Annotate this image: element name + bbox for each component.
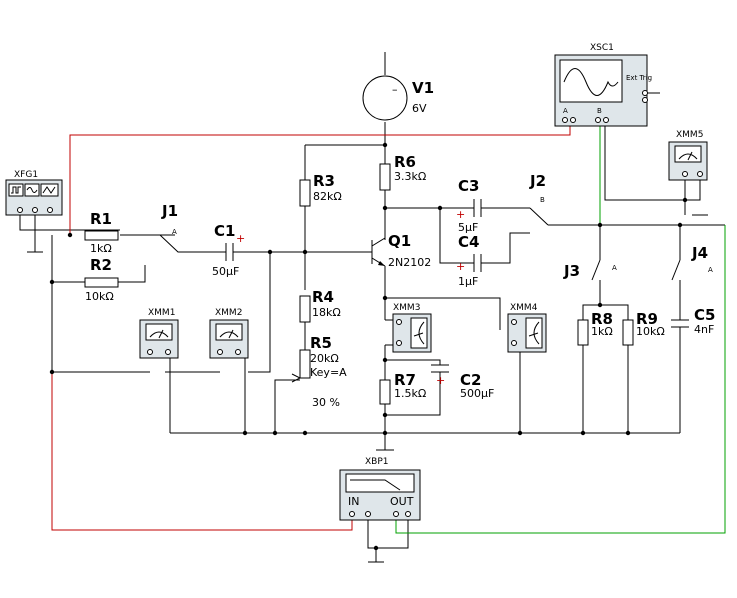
j1-label: J1 (161, 202, 178, 220)
xsc1-ext-trig: Ext Trig (626, 74, 652, 82)
xbp1-in: IN (348, 495, 359, 508)
oscilloscope-xsc1[interactable]: XSC1 Ext Trig A B (554, 43, 652, 127)
capacitor-c2[interactable]: + C2 500µF (431, 364, 494, 400)
r1-label: R1 (90, 210, 112, 228)
r7-label: R7 (394, 371, 416, 389)
c2-value: 500µF (460, 387, 494, 400)
r9-value: 10kΩ (636, 325, 665, 338)
capacitor-c3[interactable]: + C3 5µF (456, 177, 486, 234)
resistor-r2[interactable]: R2 10kΩ (84, 256, 119, 303)
c2-label: C2 (460, 371, 481, 389)
svg-text:+: + (456, 260, 465, 273)
multimeter-xmm2[interactable]: XMM2 (209, 308, 249, 359)
switch-j2[interactable]: J2 B (529, 172, 549, 226)
svg-text:+: + (456, 208, 465, 221)
xsc1-ch-b: B (597, 107, 602, 115)
switch-j3[interactable]: J3 A (563, 259, 617, 281)
r3-label: R3 (313, 172, 335, 190)
c3-value: 5µF (458, 221, 478, 234)
j4-key: A (708, 266, 713, 274)
q1-label: Q1 (388, 232, 411, 250)
capacitor-c4[interactable]: + C4 1µF (456, 233, 486, 288)
r3-value: 82kΩ (313, 190, 342, 203)
svg-text:+: + (236, 232, 245, 245)
svg-text:–: – (392, 83, 398, 96)
xbp1-label: XBP1 (365, 457, 389, 467)
junctions (49, 142, 688, 551)
switch-j1[interactable]: J1 A (159, 202, 195, 253)
resistor-r6[interactable]: R6 3.3kΩ (379, 153, 426, 191)
j2-key: B (540, 196, 545, 204)
multimeter-xmm1[interactable]: XMM1 (139, 308, 179, 359)
resistor-r4[interactable]: R4 18kΩ (299, 288, 341, 323)
r5-value: 20kΩ (310, 352, 339, 365)
j3-key: A (612, 264, 617, 272)
r5-key: Key=A (310, 366, 347, 379)
xmm5-label: XMM5 (676, 130, 703, 140)
potentiometer-r5[interactable]: R5 20kΩ Key=A 30 % (291, 334, 347, 409)
wires (19, 52, 725, 563)
multimeter-xmm3[interactable]: XMM3 (392, 303, 432, 353)
resistor-r9[interactable]: R9 10kΩ (622, 310, 665, 346)
signal-wires (51, 120, 726, 534)
xmm4-label: XMM4 (510, 303, 538, 313)
multimeter-xmm4[interactable]: XMM4 (507, 303, 547, 353)
r8-value: 1kΩ (591, 325, 613, 338)
j3-label: J3 (563, 262, 580, 280)
c1-value: 50µF (212, 265, 239, 278)
r2-label: R2 (90, 256, 112, 274)
j1-key: A (172, 228, 177, 236)
battery-v1[interactable]: – V1 6V (362, 75, 434, 121)
r6-label: R6 (394, 153, 416, 171)
r7-value: 1.5kΩ (394, 387, 426, 400)
r8-label: R8 (591, 310, 613, 328)
resistor-r8[interactable]: R8 1kΩ (577, 310, 613, 346)
q1-value: 2N2102 (388, 256, 431, 269)
j2-label: J2 (529, 172, 546, 190)
capacitor-c5[interactable]: C5 4nF (671, 306, 715, 340)
c1-label: C1 (214, 222, 235, 240)
xfg1-label: XFG1 (14, 170, 38, 180)
function-generator-xfg1[interactable]: XFG1 (5, 170, 63, 216)
r6-value: 3.3kΩ (394, 170, 426, 183)
resistor-r7[interactable]: R7 1.5kΩ (379, 371, 426, 405)
c4-value: 1µF (458, 275, 478, 288)
c3-label: C3 (458, 177, 479, 195)
svg-text:+: + (436, 374, 445, 387)
xmm1-label: XMM1 (148, 308, 175, 318)
r9-label: R9 (636, 310, 658, 328)
transistor-q1[interactable]: Q1 2N2102 (371, 232, 431, 269)
c4-label: C4 (458, 233, 479, 251)
capacitor-c1[interactable]: + C1 50µF (212, 222, 245, 278)
resistor-r1[interactable]: R1 1kΩ (84, 210, 119, 255)
v1-label: V1 (412, 79, 434, 97)
r4-value: 18kΩ (312, 306, 341, 319)
xmm2-label: XMM2 (215, 308, 242, 318)
xmm3-label: XMM3 (393, 303, 420, 313)
v1-value: 6V (412, 102, 427, 115)
multimeter-xmm5[interactable]: XMM5 (668, 130, 708, 181)
c5-value: 4nF (694, 323, 714, 336)
bode-plotter-xbp1[interactable]: XBP1 IN OUT (339, 457, 421, 521)
switch-j4[interactable]: J4 A (671, 244, 713, 281)
resistor-r3[interactable]: R3 82kΩ (299, 172, 342, 207)
r5-setting: 30 % (312, 396, 340, 409)
j4-label: J4 (691, 244, 708, 262)
r5-label: R5 (310, 334, 332, 352)
c5-label: C5 (694, 306, 715, 324)
xsc1-ch-a: A (563, 107, 568, 115)
r4-label: R4 (312, 288, 334, 306)
xsc1-label: XSC1 (590, 43, 614, 53)
xbp1-out: OUT (390, 495, 414, 508)
r1-value: 1kΩ (90, 242, 112, 255)
r2-value: 10kΩ (85, 290, 114, 303)
